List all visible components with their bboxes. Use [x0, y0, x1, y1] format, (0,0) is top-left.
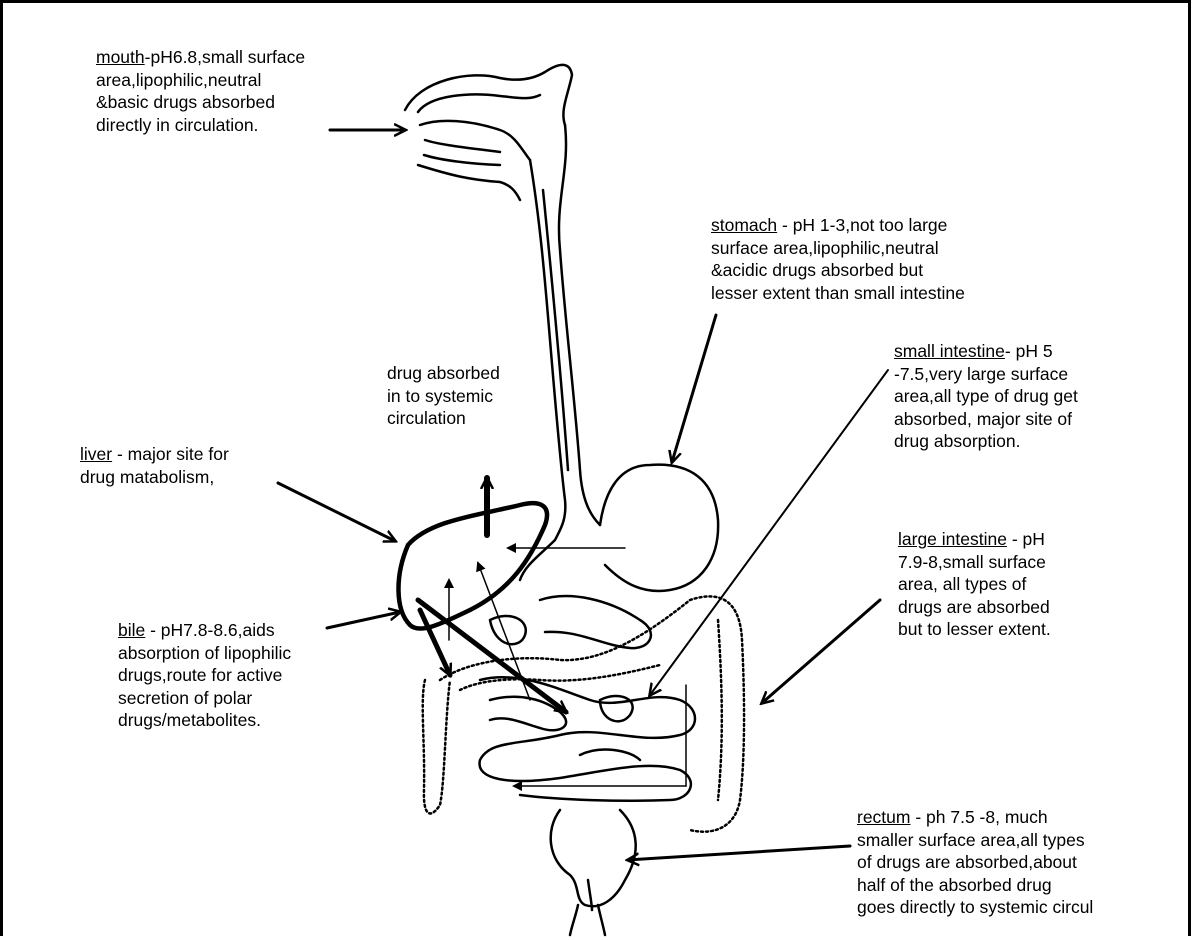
liver-line-2: drug matabolism,	[80, 466, 229, 489]
mouth-title: mouth	[96, 47, 145, 67]
small-intestine-label: small intestine- pH 5 -7.5,very large su…	[894, 340, 1078, 453]
large-intestine-title: large intestine	[898, 529, 1007, 549]
rectum-shape	[551, 810, 636, 935]
bile-line-4: secretion of polar	[118, 687, 291, 710]
bile-line-2: absorption of lipophilic	[118, 642, 291, 665]
systemic-circulation-label: drug absorbed in to systemic circulation	[387, 362, 500, 430]
rectum-line-1: - ph 7.5 -8, much	[910, 807, 1047, 827]
rectum-line-5: goes directly to systemic circul	[857, 896, 1093, 919]
mouth-label: mouth-pH6.8,small surface area,lipophili…	[96, 46, 305, 136]
liver-label: liver - major site for drug matabolism,	[80, 443, 229, 488]
stomach-label: stomach - pH 1-3,not too large surface a…	[711, 214, 965, 304]
large-intestine-arrow	[762, 600, 880, 703]
liver-arrow	[278, 483, 395, 541]
bile-line-3: drugs,route for active	[118, 664, 291, 687]
mouth-line-3: &basic drugs absorbed	[96, 91, 305, 114]
small-intestine-title: small intestine	[894, 341, 1005, 361]
liver-line-1: - major site for	[112, 444, 229, 464]
stomach-line-4: lesser extent than small intestine	[711, 282, 965, 305]
large-intestine-line-4: drugs are absorbed	[898, 596, 1051, 619]
esophagus-shape	[530, 125, 600, 540]
bile-label: bile - pH7.8-8.6,aids absorption of lipo…	[118, 619, 291, 732]
stomach-arrow	[672, 315, 716, 462]
mouth-shape	[405, 65, 572, 200]
bile-title: bile	[118, 620, 145, 640]
small-intestine-line-2: -7.5,very large surface	[894, 363, 1078, 386]
rectum-line-2: smaller surface area,all types	[857, 829, 1093, 852]
stomach-line-2: surface area,lipophilic,neutral	[711, 237, 965, 260]
bile-line-5: drugs/metabolites.	[118, 709, 291, 732]
stomach-line-3: &acidic drugs absorbed but	[711, 259, 965, 282]
stomach-title: stomach	[711, 215, 777, 235]
rectum-line-3: of drugs are absorbed,about	[857, 851, 1093, 874]
small-intestine-line-4: absorbed, major site of	[894, 408, 1078, 431]
large-intestine-label: large intestine - pH 7.9-8,small surface…	[898, 528, 1051, 641]
stomach-line-1: - pH 1-3,not too large	[777, 215, 947, 235]
small-intestine-line-3: area,all type of drug get	[894, 385, 1078, 408]
systemic-line-3: circulation	[387, 407, 500, 430]
liver-title: liver	[80, 444, 112, 464]
mouth-line-1: -pH6.8,small surface	[145, 47, 305, 67]
bile-arrow	[327, 612, 400, 628]
large-intestine-line-5: but to lesser extent.	[898, 618, 1051, 641]
large-intestine-line-1: - pH	[1007, 529, 1045, 549]
small-intestine-line-1: - pH 5	[1005, 341, 1053, 361]
rectum-title: rectum	[857, 807, 910, 827]
rectum-arrow	[628, 846, 850, 860]
mouth-line-4: directly in circulation.	[96, 114, 305, 137]
large-intestine-line-2: 7.9-8,small surface	[898, 551, 1051, 574]
rectum-line-4: half of the absorbed drug	[857, 874, 1093, 897]
stomach-shape	[520, 465, 718, 591]
small-intestine-shape	[480, 596, 695, 801]
systemic-line-1: drug absorbed	[387, 362, 500, 385]
bile-line-1: - pH7.8-8.6,aids	[145, 620, 274, 640]
small-intestine-line-5: drug absorption.	[894, 430, 1078, 453]
mouth-line-2: area,lipophilic,neutral	[96, 69, 305, 92]
systemic-line-2: in to systemic	[387, 385, 500, 408]
large-intestine-line-3: area, all types of	[898, 573, 1051, 596]
rectum-label: rectum - ph 7.5 -8, much smaller surface…	[857, 806, 1093, 919]
